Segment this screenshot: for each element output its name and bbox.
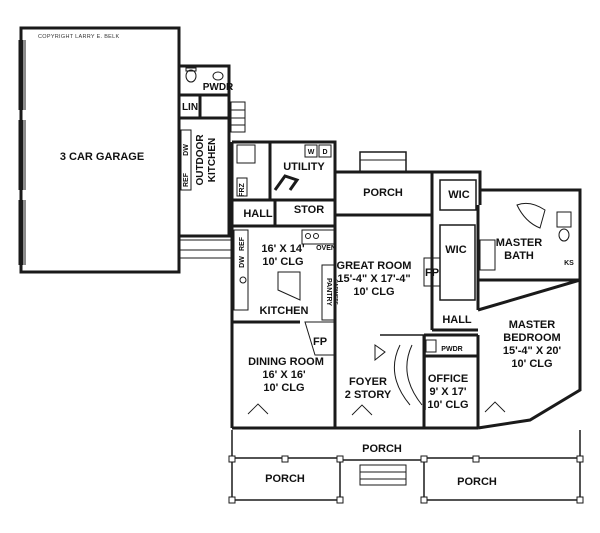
- master-bath-label-2: BATH: [504, 250, 534, 262]
- hall-right-label: HALL: [442, 314, 472, 326]
- outdoor-kitchen-area: PWDR LIN DW REF OUTDOOR KITCHEN: [177, 64, 246, 238]
- frz-label: FRZ: [239, 182, 246, 196]
- garage-label: 3 CAR GARAGE: [60, 151, 144, 163]
- foyer-label-1: FOYER: [349, 376, 387, 388]
- dryer-label: D: [322, 149, 327, 156]
- outdoor-kitchen-label-1: OUTDOOR: [195, 134, 206, 186]
- fp-dining-label: FP: [313, 336, 327, 348]
- lin-label: LIN: [182, 102, 198, 113]
- porch-back-label: PORCH: [363, 187, 403, 199]
- master-bedroom-dim: 15'-4" X 20': [503, 345, 562, 357]
- outdoor-kitchen-label-2: KITCHEN: [207, 138, 218, 182]
- office-dim: 9' X 17': [429, 386, 466, 398]
- dw-outdoor-label: DW: [183, 144, 190, 156]
- master-bedroom-clg: 10' CLG: [511, 358, 552, 370]
- wic-mid-label: WIC: [445, 244, 466, 256]
- office-label: OFFICE: [428, 373, 468, 385]
- washer-label: W: [308, 149, 315, 156]
- dw-kitchen-label: DW: [239, 256, 246, 268]
- oven-label: OVEN: [316, 245, 336, 252]
- dining-clg: 10' CLG: [263, 382, 304, 394]
- stor-label: STOR: [294, 204, 324, 216]
- ref-kitchen-label: REF: [239, 236, 246, 251]
- pantry-label-1: PANTRY: [325, 278, 332, 306]
- garage: 3 CAR GARAGE: [18, 26, 181, 274]
- main-house: W D FRZ UTILITY HALL STOR REF DW OVEN PA…: [230, 140, 582, 430]
- pwdr-right-label: PWDR: [441, 346, 462, 353]
- foyer-label-2: 2 STORY: [345, 389, 392, 401]
- utility-label: UTILITY: [283, 161, 325, 173]
- hall-left-label: HALL: [243, 208, 273, 220]
- kitchen-dim-2: 10' CLG: [262, 256, 303, 268]
- office-clg: 10' CLG: [427, 399, 468, 411]
- great-room-label: GREAT ROOM: [337, 260, 412, 272]
- front-porch: PORCH PORCH PORCH: [228, 430, 584, 504]
- great-room-dim: 15'-4" X 17'-4": [337, 273, 410, 285]
- kitchen-label: KITCHEN: [260, 305, 309, 317]
- great-room-clg: 10' CLG: [353, 286, 394, 298]
- garage-walkway: [179, 239, 232, 259]
- dining-room-label: DINING ROOM: [248, 356, 324, 368]
- ref-outdoor-label: REF: [183, 172, 190, 187]
- master-bedroom-label-2: BEDROOM: [503, 332, 560, 344]
- porch-front-right-label: PORCH: [457, 476, 497, 488]
- ks-label: KS: [564, 260, 574, 267]
- master-bedroom-label-1: MASTER: [509, 319, 556, 331]
- porch-front-label: PORCH: [362, 443, 402, 455]
- dining-dim: 16' X 16': [262, 369, 306, 381]
- master-bath-label-1: MASTER: [496, 237, 543, 249]
- kitchen-dim-1: 16' X 14': [261, 243, 305, 255]
- pwdr-top-label: PWDR: [203, 82, 234, 93]
- wic-top-label: WIC: [448, 189, 469, 201]
- copyright-text: COPYRIGHT LARRY E. BELK: [38, 34, 120, 40]
- porch-front-left-label: PORCH: [265, 473, 305, 485]
